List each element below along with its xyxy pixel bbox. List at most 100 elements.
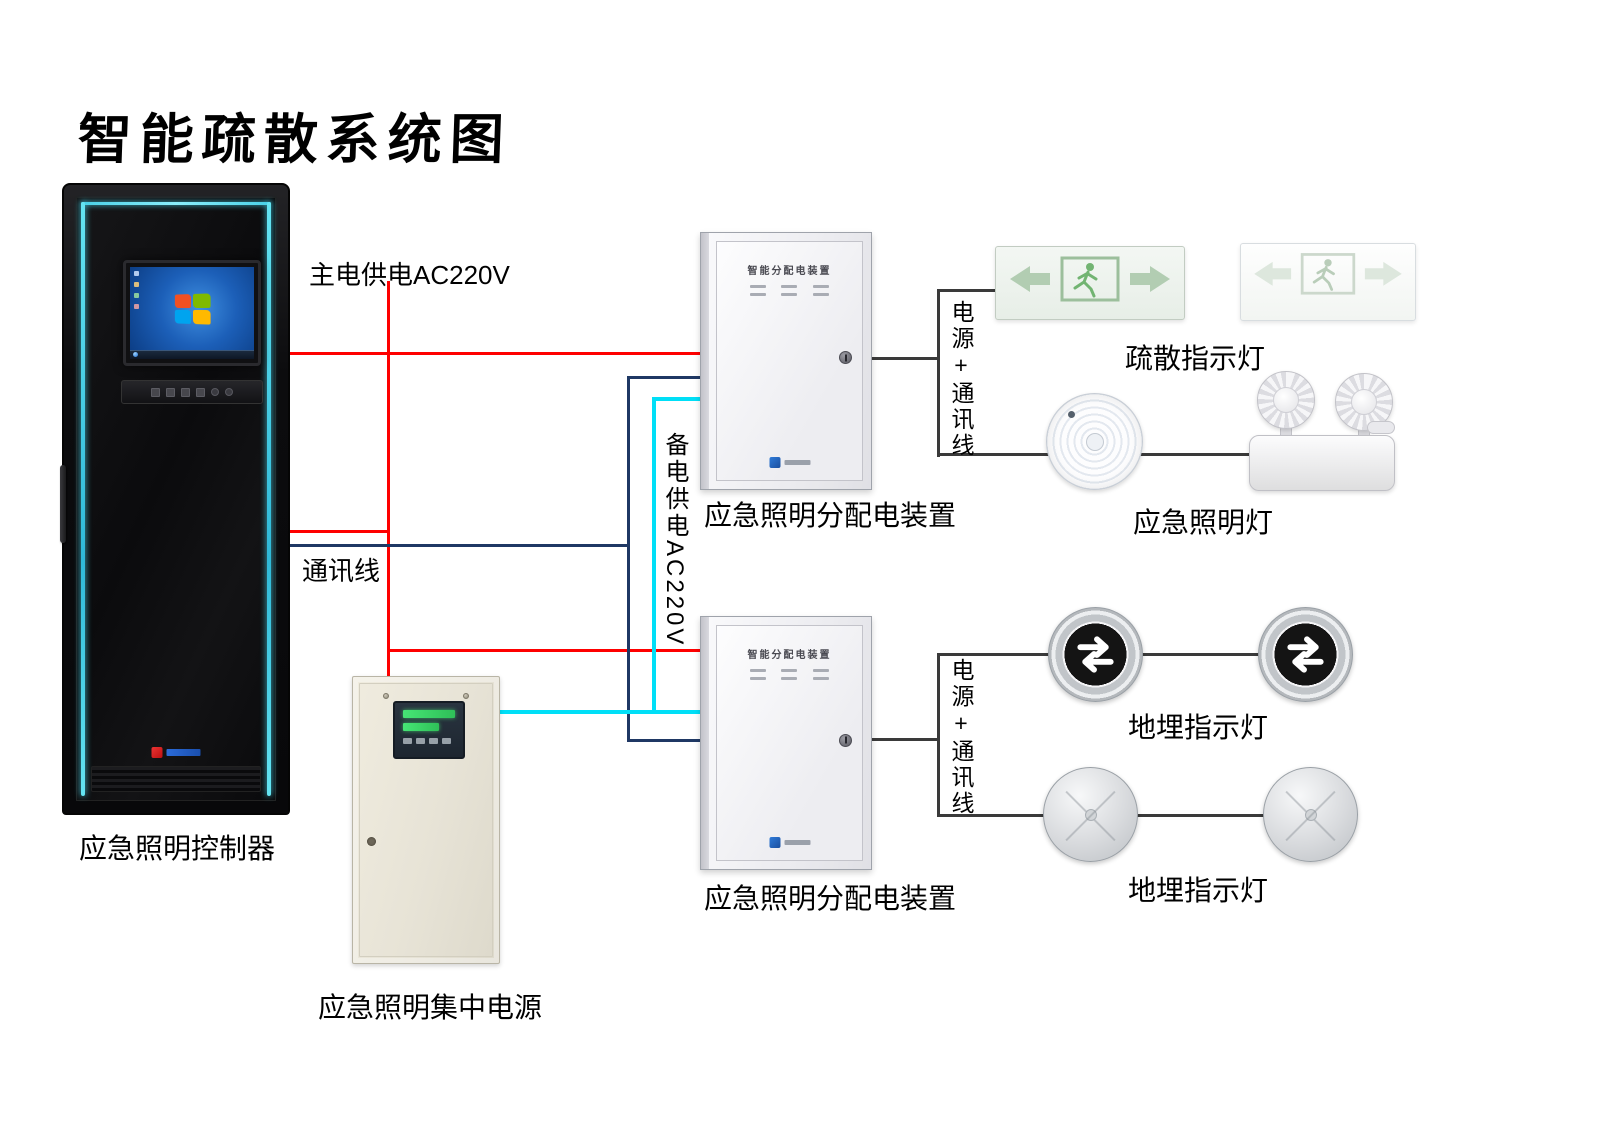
lamp-head-left <box>1257 371 1315 429</box>
cabinet-screw <box>463 693 469 699</box>
lamp-handle <box>1367 421 1395 434</box>
lcd-readout-row1 <box>403 710 455 718</box>
twin-head-emergency-light <box>1247 371 1399 491</box>
exit-sign-2 <box>1240 243 1416 321</box>
comm-line-vertical <box>627 376 630 742</box>
box-brand-logo <box>769 837 810 848</box>
controller-monitor <box>123 260 261 366</box>
ground2-pair-connector <box>1135 814 1265 817</box>
running-man-icon <box>1073 263 1098 298</box>
windows-logo-icon <box>174 293 211 325</box>
emergency-light-pair-connector <box>1140 453 1250 456</box>
start-orb-icon <box>133 352 138 357</box>
bracket2-branch-ground1 <box>937 653 1053 656</box>
controller-label: 应急照明控制器 <box>78 833 275 864</box>
box-door: 智能分配电装置 <box>716 241 863 481</box>
comm-line-to-box1 <box>627 376 702 379</box>
taskbar <box>130 350 254 359</box>
double-arrow-icon <box>1077 636 1114 673</box>
backup-power-line-from-cabinet <box>500 710 702 714</box>
light-sensor-dot <box>1067 411 1075 419</box>
double-arrow-icon <box>1287 636 1324 673</box>
power-comm-label-top: 电源+通讯线 <box>948 300 974 459</box>
emergency-light-label: 应急照明灯 <box>1132 507 1273 538</box>
backup-power-line-vertical <box>652 397 656 714</box>
distribution-box-2: 智能分配电装置 <box>700 616 872 870</box>
display-buttons <box>403 738 455 744</box>
central-power-cabinet <box>352 676 500 964</box>
bracket2-stub <box>872 738 938 741</box>
distribution-box-1-label: 应急照明分配电装置 <box>703 500 956 531</box>
main-power-line-vertical <box>387 281 390 678</box>
bracket2-branch-ground2 <box>937 814 1049 817</box>
rack-brand-logo <box>151 747 201 758</box>
central-power-label: 应急照明集中电源 <box>317 992 542 1023</box>
box-side-panel <box>701 617 709 869</box>
desktop-icons <box>134 271 140 331</box>
ground-indicator-light-3 <box>1043 767 1138 862</box>
left-arrow-icon <box>1010 266 1050 292</box>
exit-sign-label: 疏散指示灯 <box>1124 343 1265 374</box>
box-panel-title: 智能分配电装置 <box>747 266 832 277</box>
distribution-box-1: 智能分配电装置 <box>700 232 872 490</box>
main-power-line-to-box1 <box>290 352 702 355</box>
main-power-label: 主电供电AC220V <box>309 260 510 290</box>
right-arrow-icon <box>1130 266 1170 292</box>
main-power-line-to-box2 <box>387 649 702 652</box>
rack-led-strip-top <box>81 202 271 205</box>
left-arrow-icon <box>1254 261 1292 286</box>
power-comm-label-bottom: 电源+通讯线 <box>948 658 974 817</box>
box-indicator-legend <box>748 669 832 680</box>
rack-led-strip-right <box>267 202 271 796</box>
exit-sign-1 <box>995 246 1185 320</box>
ground-light-row2-label: 地埋指示灯 <box>1127 875 1268 906</box>
emergency-lighting-controller-rack <box>60 183 290 815</box>
diagram-title: 智能疏散系统图 <box>76 110 513 170</box>
bracket2-vertical <box>937 653 940 817</box>
ground1-pair-connector <box>1140 653 1260 656</box>
ground-indicator-light-arrow-1 <box>1048 607 1143 702</box>
box-door: 智能分配电装置 <box>716 625 863 861</box>
cabinet-door-seam <box>359 683 493 957</box>
ground-light-row1-label: 地埋指示灯 <box>1127 712 1268 743</box>
exit-sign-pictogram <box>1010 256 1170 302</box>
power-display-panel <box>393 701 465 759</box>
main-power-line-rack-stub <box>290 530 390 533</box>
rack-door-handle <box>60 465 66 543</box>
cabinet-keyhole <box>367 837 376 846</box>
rack-vent-grille <box>91 766 261 792</box>
bracket1-branch-exit-sign <box>937 289 997 292</box>
bracket1-stub <box>872 357 938 360</box>
box-side-panel <box>701 233 709 489</box>
rack-led-strip-left <box>81 202 85 796</box>
ceiling-emergency-light <box>1046 393 1143 490</box>
light-center-cap <box>1304 808 1317 821</box>
ground-indicator-light-4 <box>1263 767 1358 862</box>
box-panel-title: 智能分配电装置 <box>747 650 832 661</box>
door-frame-icon <box>1300 253 1356 295</box>
light-center-cap <box>1084 808 1097 821</box>
running-man-icon <box>1312 259 1335 291</box>
bracket1-vertical <box>937 289 940 457</box>
comm-line-to-box2 <box>627 739 702 742</box>
cabinet-screw <box>383 693 389 699</box>
bracket1-branch-emergency-light <box>937 453 1049 456</box>
backup-power-label: 备电供电AC220V <box>661 432 688 648</box>
box-lock <box>839 351 852 365</box>
door-frame-icon <box>1060 256 1120 302</box>
rack-control-panel <box>121 380 263 404</box>
box-indicator-legend <box>748 285 832 296</box>
comm-line-label: 通讯线 <box>302 556 381 586</box>
box-lock <box>839 733 852 747</box>
comm-line-from-rack <box>290 544 630 547</box>
ground-indicator-light-arrow-2 <box>1258 607 1353 702</box>
right-arrow-icon <box>1364 261 1402 286</box>
lcd-readout-row2 <box>403 723 440 731</box>
monitor-screen <box>130 267 254 359</box>
rack-glass-door <box>76 197 276 801</box>
box-brand-logo <box>769 457 810 468</box>
distribution-box-2-label: 应急照明分配电装置 <box>703 883 956 914</box>
exit-sign-pictogram <box>1254 253 1402 295</box>
backup-power-line-to-box1 <box>652 397 702 401</box>
